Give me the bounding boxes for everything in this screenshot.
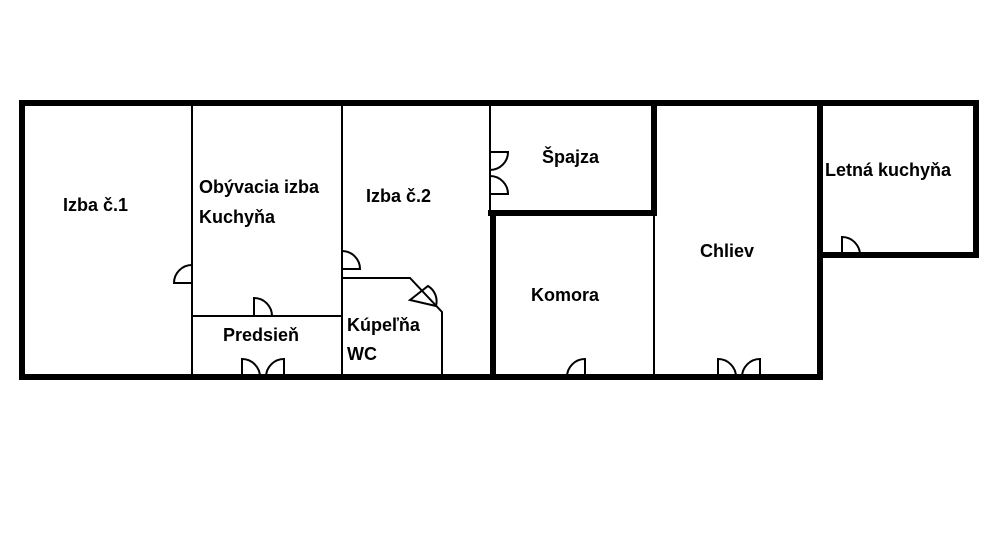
door-chliev [717,357,761,378]
label-wc: WC [347,344,377,364]
door-predsien-top [253,296,273,317]
label-kuchyna: Kuchyňa [199,207,276,227]
door-kupelna [407,284,438,308]
door-spajza [489,151,510,195]
label-komora: Komora [531,285,600,305]
label-letna-kuchyna: Letná kuchyňa [825,160,952,180]
door-komora [566,357,586,378]
door-letna-kuchyna [841,235,861,256]
door-izba1 [172,264,193,284]
label-obyvacia-izba: Obývacia izba [199,177,320,197]
label-chliev: Chliev [700,241,754,261]
wall-kupelna [342,277,443,377]
label-izba2: Izba č.2 [366,186,431,206]
outer-wall [19,100,823,380]
door-predsien-entrance [241,357,285,378]
label-izba1: Izba č.1 [63,195,128,215]
annex-wall [817,100,979,258]
door-izba2 [341,250,362,270]
label-predsien: Predsieň [223,325,299,345]
label-spajza: Špajza [542,146,600,167]
label-kupelna: Kúpeľňa [347,315,421,335]
